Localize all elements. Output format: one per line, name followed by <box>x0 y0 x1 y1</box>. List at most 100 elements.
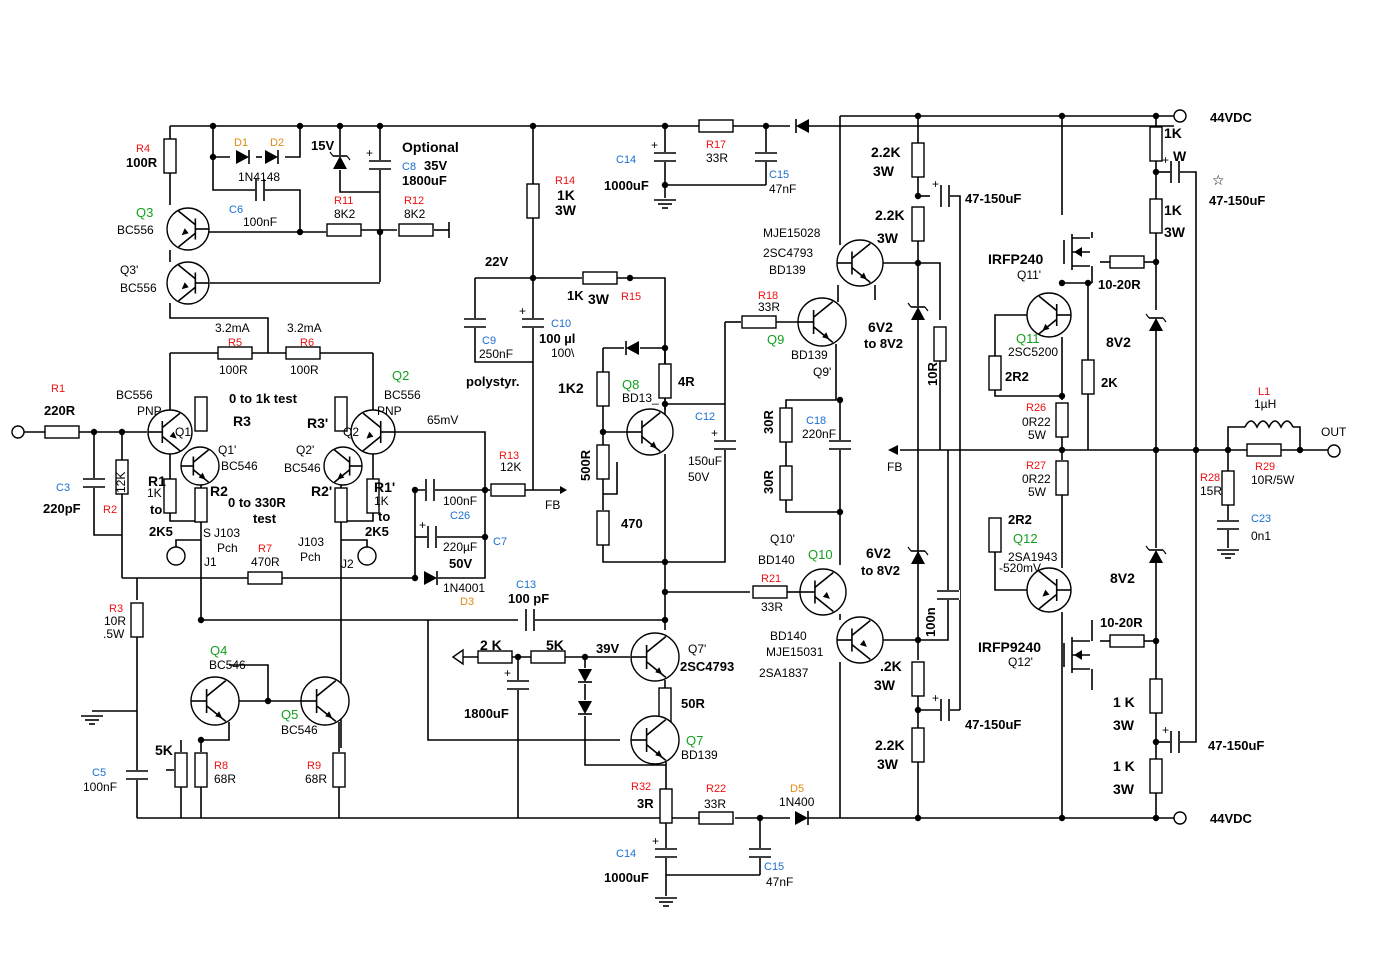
r4-ref: R4 <box>136 143 150 155</box>
wiring <box>24 115 1328 896</box>
wire <box>438 537 486 579</box>
c3-capacitor <box>82 478 106 488</box>
r1k-d: 1 K <box>1113 758 1135 774</box>
r22-a-resistor <box>988 355 1002 391</box>
q7p: Q7' <box>688 642 706 656</box>
r14-ref: R14 <box>555 175 575 187</box>
sc4793-b: 2SC4793 <box>680 659 734 674</box>
j2: J2 <box>341 557 354 571</box>
fb-1: FB <box>545 498 560 512</box>
r22-b-resistor <box>988 517 1002 553</box>
r2k: 2K <box>1101 375 1118 390</box>
to-right: to <box>378 509 390 524</box>
wire <box>918 590 949 641</box>
junction-dot <box>762 122 770 130</box>
c8-voltage: 35V <box>424 158 447 173</box>
r11-ref: R11 <box>334 195 353 207</box>
c15b-ref: C15 <box>764 861 784 873</box>
junction-dot <box>1152 168 1160 176</box>
r470-resistor <box>596 510 610 546</box>
r22-ref: R22 <box>706 783 726 795</box>
c6-capacitor <box>255 178 265 202</box>
r3w-c: 3W <box>1164 224 1186 240</box>
output-terminal[interactable] <box>1327 444 1341 458</box>
labels: R4 100R D1 D2 1N4148 15V Optional C8 35V… <box>43 110 1347 889</box>
fb-arrow-2 <box>888 445 898 455</box>
wire <box>785 500 840 513</box>
junction-dot <box>661 344 669 352</box>
q11-value: 2SC5200 <box>1008 345 1058 359</box>
r26-value: 0R22 <box>1022 415 1051 429</box>
minus-supply-terminal[interactable] <box>1173 811 1187 825</box>
r1k-b-resistor <box>1149 198 1163 234</box>
c4715-b-capacitor: + <box>1162 153 1180 184</box>
junction-dot <box>296 228 304 236</box>
svg-text:+: + <box>932 177 939 191</box>
junction-dot <box>264 697 272 705</box>
pnp-l: PNP <box>137 404 162 418</box>
star-mark: ☆ <box>1212 172 1225 188</box>
q7-transistor <box>630 715 680 765</box>
c15-value: 47nF <box>769 182 796 196</box>
svg-text:+: + <box>1162 723 1169 737</box>
junction-dot <box>376 228 384 236</box>
c1800b-capacitor: + <box>504 666 530 690</box>
q12-value: 2SA1943 <box>1008 550 1058 564</box>
c26-ref: C26 <box>450 510 470 522</box>
c9-capacitor <box>463 318 487 328</box>
r1p: R1' <box>374 479 395 495</box>
r1p-trim-resistor <box>366 478 380 514</box>
r28-resistor <box>1221 470 1235 506</box>
junction-dot <box>661 616 669 624</box>
r29-ref: R29 <box>1255 461 1275 473</box>
q10-transistor <box>799 568 847 616</box>
zener-15v-diode <box>329 151 351 169</box>
q8-value: BD13_ <box>622 391 659 405</box>
input-terminal[interactable] <box>11 425 25 439</box>
r3w-d: 3W <box>874 677 896 693</box>
c14-capacitor: + <box>651 138 677 162</box>
pnp-r: PNP <box>377 404 402 418</box>
led-1 <box>578 669 592 683</box>
test-0330: 0 to 330R <box>228 495 286 510</box>
c14-value: 1000uF <box>604 178 649 193</box>
plus-supply-terminal[interactable] <box>1173 109 1187 123</box>
d5-diode <box>795 811 809 825</box>
q9-value: BD139 <box>791 348 828 362</box>
junction-dot <box>481 486 489 494</box>
bd140-a: BD140 <box>758 553 795 567</box>
junction-dot <box>914 192 922 200</box>
c8-ref: C8 <box>402 161 416 173</box>
c13-ref: C13 <box>516 579 536 591</box>
junction-dot <box>118 428 126 436</box>
junction-dot <box>1084 279 1092 287</box>
wire <box>474 328 533 363</box>
c26-voltage: 50V <box>449 556 472 571</box>
c18-ref: C18 <box>806 415 826 427</box>
j1-jfet <box>166 546 186 566</box>
r14-watt: 3W <box>555 202 577 218</box>
r14-value: 1K <box>557 187 575 203</box>
wire <box>918 262 941 320</box>
r1020-b: 10-20R <box>1100 615 1143 630</box>
sa1837: 2SA1837 <box>759 666 809 680</box>
r22k-d: 2.2K <box>875 737 905 753</box>
q9-ref: Q9 <box>767 332 784 347</box>
r22-resistor <box>698 811 734 825</box>
wire <box>339 170 380 193</box>
r1-ref: R1 <box>51 383 65 395</box>
r1k-left: 1K <box>147 486 162 500</box>
r9-resistor <box>332 752 346 788</box>
q8-transistor <box>626 408 674 456</box>
c14b-capacitor: + <box>652 834 678 858</box>
zener-8v2-b: to 8V2 <box>861 563 900 578</box>
junction-dot <box>626 274 634 282</box>
wire <box>175 539 201 547</box>
r1k-d-resistor <box>1149 758 1163 794</box>
r100n: 100n <box>923 607 938 637</box>
r2k-resistor <box>1081 359 1095 395</box>
r4r: 4R <box>678 374 695 389</box>
bc546-l: BC546 <box>221 459 258 473</box>
junction-dot <box>376 122 384 130</box>
j1: J1 <box>204 555 217 569</box>
